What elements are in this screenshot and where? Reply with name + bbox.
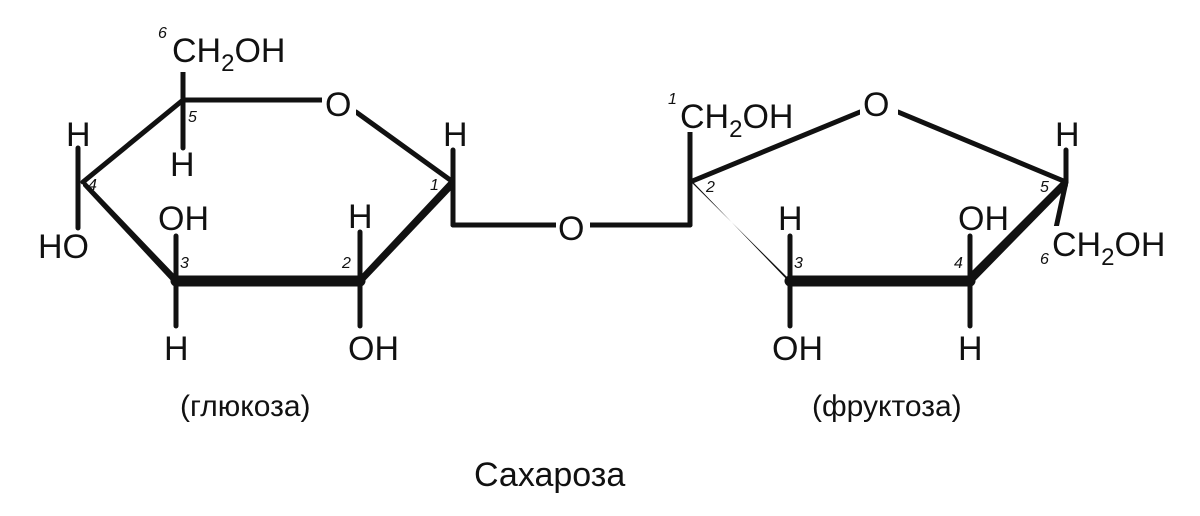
- fructose-c4-hydroxyl: OH: [958, 200, 1009, 238]
- fructose-c6-number: 6: [1040, 251, 1049, 268]
- glycosidic-oxygen: O: [558, 210, 584, 248]
- glucose-c1-number: 1: [430, 177, 439, 194]
- fructose-c4-hydrogen: H: [958, 330, 983, 368]
- fructose-c1-number: 1: [668, 91, 677, 108]
- glucose-c1-hydrogen: H: [443, 116, 468, 154]
- bond-c2-o: [687, 109, 863, 185]
- glucose-c3-hydroxyl: OH: [158, 200, 209, 238]
- fructose-c3-hydroxyl: OH: [772, 330, 823, 368]
- fructose-ring-bonds: [587, 109, 1069, 329]
- glucose-c4-hydrogen: H: [66, 116, 91, 154]
- glucose-c2-hydrogen: H: [348, 198, 373, 236]
- fructose-c3-number: 3: [794, 255, 803, 272]
- bond-c5-c6: [1053, 179, 1069, 231]
- glucose-c3-hydrogen: H: [164, 330, 189, 368]
- glucose-caption: (глюкоза): [180, 390, 311, 423]
- wedge-c2-c3: [688, 179, 792, 285]
- diagram-title: Сахароза: [474, 456, 625, 494]
- fructose-ring-oxygen: O: [863, 86, 889, 124]
- glucose-ring-bonds: [75, 69, 559, 329]
- fructose-c4-number: 4: [954, 255, 963, 272]
- glucose-c4-number: 4: [88, 177, 97, 194]
- wedge-c4-c3: [83, 179, 176, 286]
- glucose-c2-number: 2: [341, 255, 351, 272]
- fructose-c3-hydrogen: H: [778, 200, 803, 238]
- bond-c5-c4: [80, 97, 186, 185]
- glucose-c3-number: 3: [180, 255, 189, 272]
- glucose-c5-number: 5: [188, 109, 197, 126]
- fructose-c5-hydrogen: H: [1055, 116, 1080, 154]
- bond-o-c1: [353, 109, 456, 185]
- glucose-c4-hydroxyl: HO: [38, 228, 89, 266]
- bond-o-c5: [895, 109, 1069, 185]
- glucose-c2-hydroxyl: OH: [348, 330, 399, 368]
- fructose-labels: 1 CH2OH 2 O H 3 OH OH 4 H H 5 6 CH2OH (ф…: [668, 84, 1174, 423]
- fructose-c5-number: 5: [1040, 179, 1049, 196]
- fructose-c2-number: 2: [705, 179, 715, 196]
- glucose-c6-number: 6: [158, 25, 167, 42]
- glucose-labels: 6 CH2OH O 5 H H 4 HO OH 3 H H 2 OH H 1 (…: [38, 25, 468, 423]
- fructose-c1-ch2oh: CH2OH: [680, 98, 793, 143]
- glucose-c5-hydrogen: H: [170, 146, 195, 184]
- wedge-c2-c1: [360, 179, 455, 286]
- glucose-ring-oxygen: O: [325, 86, 351, 124]
- glucose-ch2oh-ch: CH2OH: [172, 32, 285, 77]
- fructose-c6-ch2oh: CH2OH: [1052, 226, 1165, 271]
- wedge-c4-c5: [966, 179, 1068, 286]
- fructose-caption: (фруктоза): [812, 390, 962, 423]
